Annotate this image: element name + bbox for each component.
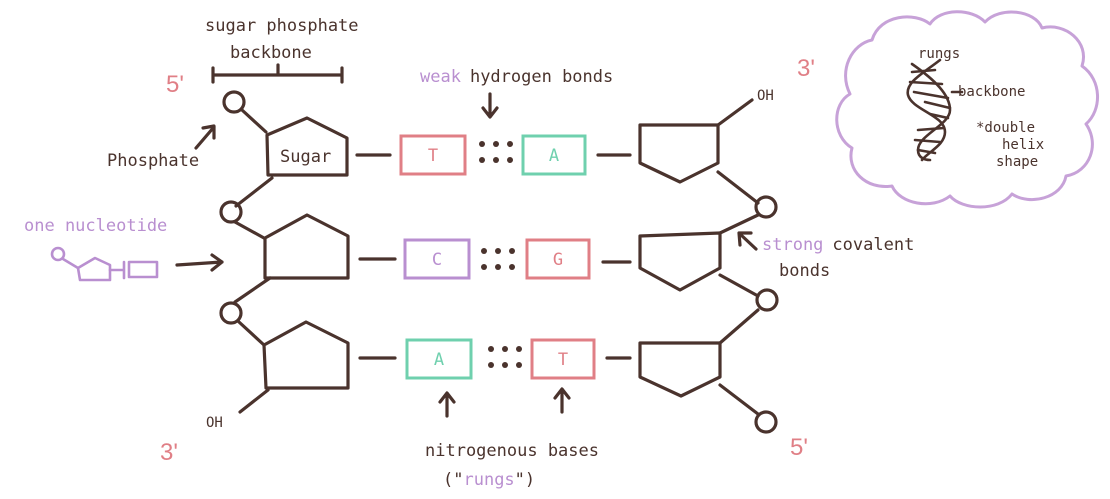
phosphate-circle bbox=[754, 410, 778, 434]
hydrogen-bond-dots bbox=[481, 248, 515, 270]
base-pair-row-3: A T bbox=[358, 338, 632, 380]
phosphate-circle bbox=[755, 288, 779, 312]
bases-arrows bbox=[438, 387, 571, 418]
base-letter-left: T bbox=[428, 146, 438, 166]
oh-top-right: OH bbox=[757, 88, 774, 104]
nitrogenous-bases-label: nitrogenous bases bbox=[425, 441, 599, 461]
sugar-pentagon bbox=[638, 341, 722, 398]
base-box-left bbox=[399, 134, 467, 176]
hydrogen-bond-dots bbox=[488, 346, 522, 368]
covalent-bonds-arrow bbox=[737, 231, 758, 251]
base-pair-row-1: T A bbox=[355, 134, 632, 176]
callout-note-line2: helix bbox=[1002, 137, 1044, 153]
base-box-left bbox=[405, 338, 473, 380]
sugar-pentagon bbox=[262, 320, 350, 390]
rungs-quote-close: ") bbox=[515, 470, 535, 490]
five-prime-bottom-label: 5' bbox=[790, 434, 808, 461]
sugar-pentagon bbox=[263, 213, 350, 280]
rungs-quote-open: (" bbox=[443, 470, 463, 490]
base-letter-right: G bbox=[553, 250, 563, 270]
five-prime-top-label: 5' bbox=[166, 71, 184, 98]
covalent-bonds-label: strong covalent bbox=[762, 235, 914, 255]
phosphate-arrow bbox=[194, 124, 216, 150]
callout-backbone: backbone bbox=[958, 84, 1025, 100]
phosphate-label: Phosphate bbox=[107, 151, 199, 171]
three-prime-bottom-label: 3' bbox=[160, 439, 178, 466]
backbone-label-line2: backbone bbox=[230, 43, 312, 63]
base-box-right bbox=[525, 238, 591, 280]
callout-note-line3: shape bbox=[996, 154, 1038, 170]
backbone-bracket bbox=[211, 63, 344, 84]
covalent-word: covalent bbox=[832, 235, 914, 255]
base-letter-left: A bbox=[434, 350, 444, 370]
hydrogen-bonds-label: weak hydrogen bonds bbox=[420, 67, 613, 87]
base-box-left bbox=[403, 238, 471, 280]
right-backbone bbox=[638, 98, 779, 434]
phosphate-circle bbox=[219, 200, 243, 224]
hydrogen-bond-dots bbox=[479, 141, 513, 163]
callout-note-line1: *double bbox=[976, 120, 1035, 136]
rungs-word: rungs bbox=[463, 470, 514, 490]
mini-helix bbox=[906, 58, 952, 162]
base-box-right bbox=[530, 338, 596, 380]
rungs-label: ("rungs") bbox=[443, 470, 535, 490]
hydrogen-bonds-arrow bbox=[481, 92, 499, 119]
base-pair-row-2: C G bbox=[358, 238, 632, 280]
nucleotide-icon bbox=[50, 246, 159, 282]
sugar-label: Sugar bbox=[280, 147, 331, 167]
helix-callout-cloud: rungs backbone *double helix shape bbox=[835, 10, 1099, 209]
sugar-pentagon bbox=[638, 123, 720, 184]
callout-rungs: rungs bbox=[918, 46, 960, 62]
sugar-pentagon bbox=[638, 231, 722, 292]
weak-word: weak bbox=[420, 67, 461, 87]
one-nucleotide-label: one nucleotide bbox=[24, 216, 167, 236]
nucleotide-arrow bbox=[175, 253, 224, 272]
sugar-pentagon bbox=[265, 116, 349, 177]
phosphate-circle bbox=[754, 195, 778, 219]
phosphate-circle bbox=[222, 90, 246, 114]
base-letter-right: T bbox=[558, 350, 568, 370]
strong-word: strong bbox=[762, 235, 823, 255]
three-prime-top-label: 3' bbox=[797, 55, 815, 82]
phosphate-circle bbox=[219, 301, 243, 325]
oh-bottom-left: OH bbox=[206, 415, 223, 431]
left-backbone: Sugar bbox=[219, 90, 350, 414]
base-letter-right: A bbox=[549, 146, 559, 166]
base-letter-left: C bbox=[432, 250, 442, 270]
backbone-label-line1: sugar phosphate bbox=[205, 16, 359, 36]
hydrogen-bonds-word: hydrogen bonds bbox=[470, 67, 613, 87]
bonds-word: bonds bbox=[779, 261, 830, 281]
base-box-right bbox=[521, 134, 587, 176]
